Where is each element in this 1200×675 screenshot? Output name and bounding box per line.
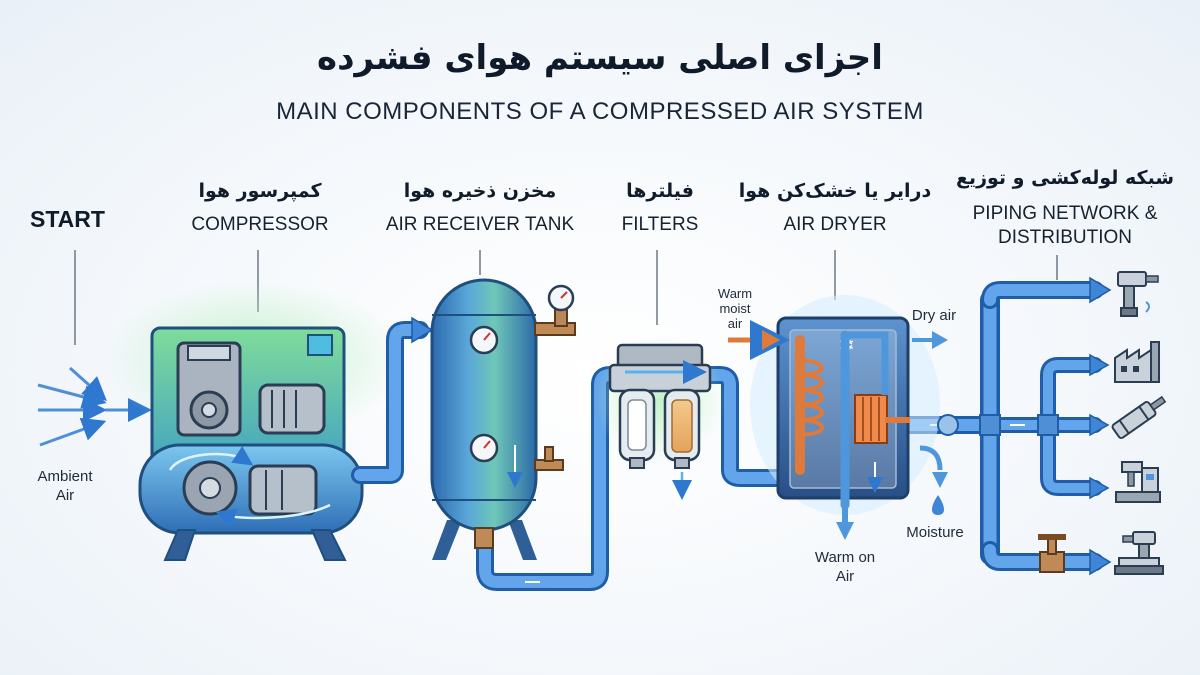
control-screen-icon (307, 334, 333, 356)
drill-press-icon (1114, 531, 1164, 575)
air-dryer-unit: ❄ (728, 295, 948, 540)
warm-moist-air-label: Warm moist air (717, 286, 753, 331)
factory-icon (1114, 341, 1160, 383)
pneumatic-cylinder-icon (1111, 395, 1167, 439)
warm-on-air-label: Warm on Air (814, 549, 876, 585)
tank-label-en: AIR RECEIVER TANK (385, 214, 575, 235)
machine-tool-icon (1115, 461, 1161, 503)
compressor-unit (105, 280, 405, 561)
filters-unit (595, 335, 725, 500)
ambient-air-label: Ambient Air (37, 468, 93, 504)
page-title-en: MAIN COMPONENTS OF A COMPRESSED AIR SYST… (276, 98, 924, 125)
page-title-fa: اجزای اصلی سیستم هوای فشرده (317, 38, 883, 78)
tank-label-fa: مخزن ذخیره هوا (403, 180, 557, 202)
piping-label-en-line2: DISTRIBUTION (997, 227, 1133, 248)
ambient-air-arrows (37, 366, 152, 447)
dry-air-label: Dry air (911, 307, 957, 324)
filters-label-fa: فیلترها (626, 180, 694, 202)
drill-icon (1117, 271, 1159, 317)
piping-label-fa: شبکه لوله‌کشی و توزیع (955, 167, 1175, 189)
drain-valve-icon (474, 527, 494, 549)
start-label: START (30, 206, 105, 232)
flow-arrowheads (411, 276, 1112, 576)
leader-lines (74, 250, 1058, 345)
piping-label-en-line1: PIPING NETWORK & (972, 203, 1158, 224)
pressure-gauge-icon (469, 325, 499, 355)
dryer-label-en: AIR DRYER (783, 214, 887, 235)
dryer-label-fa: درایر یا خشک‌کن هوا (738, 180, 932, 202)
water-drop-icon (932, 495, 944, 515)
distribution-fittings (937, 414, 1066, 573)
filters-label-en: FILTERS (621, 214, 699, 235)
compressor-label-en: COMPRESSOR (191, 214, 329, 235)
moisture-label: Moisture (906, 524, 964, 541)
air-receiver-tank (430, 278, 576, 560)
compressor-label-fa: کمپرسور هوا (198, 180, 322, 202)
pressure-gauge-icon (469, 433, 499, 463)
